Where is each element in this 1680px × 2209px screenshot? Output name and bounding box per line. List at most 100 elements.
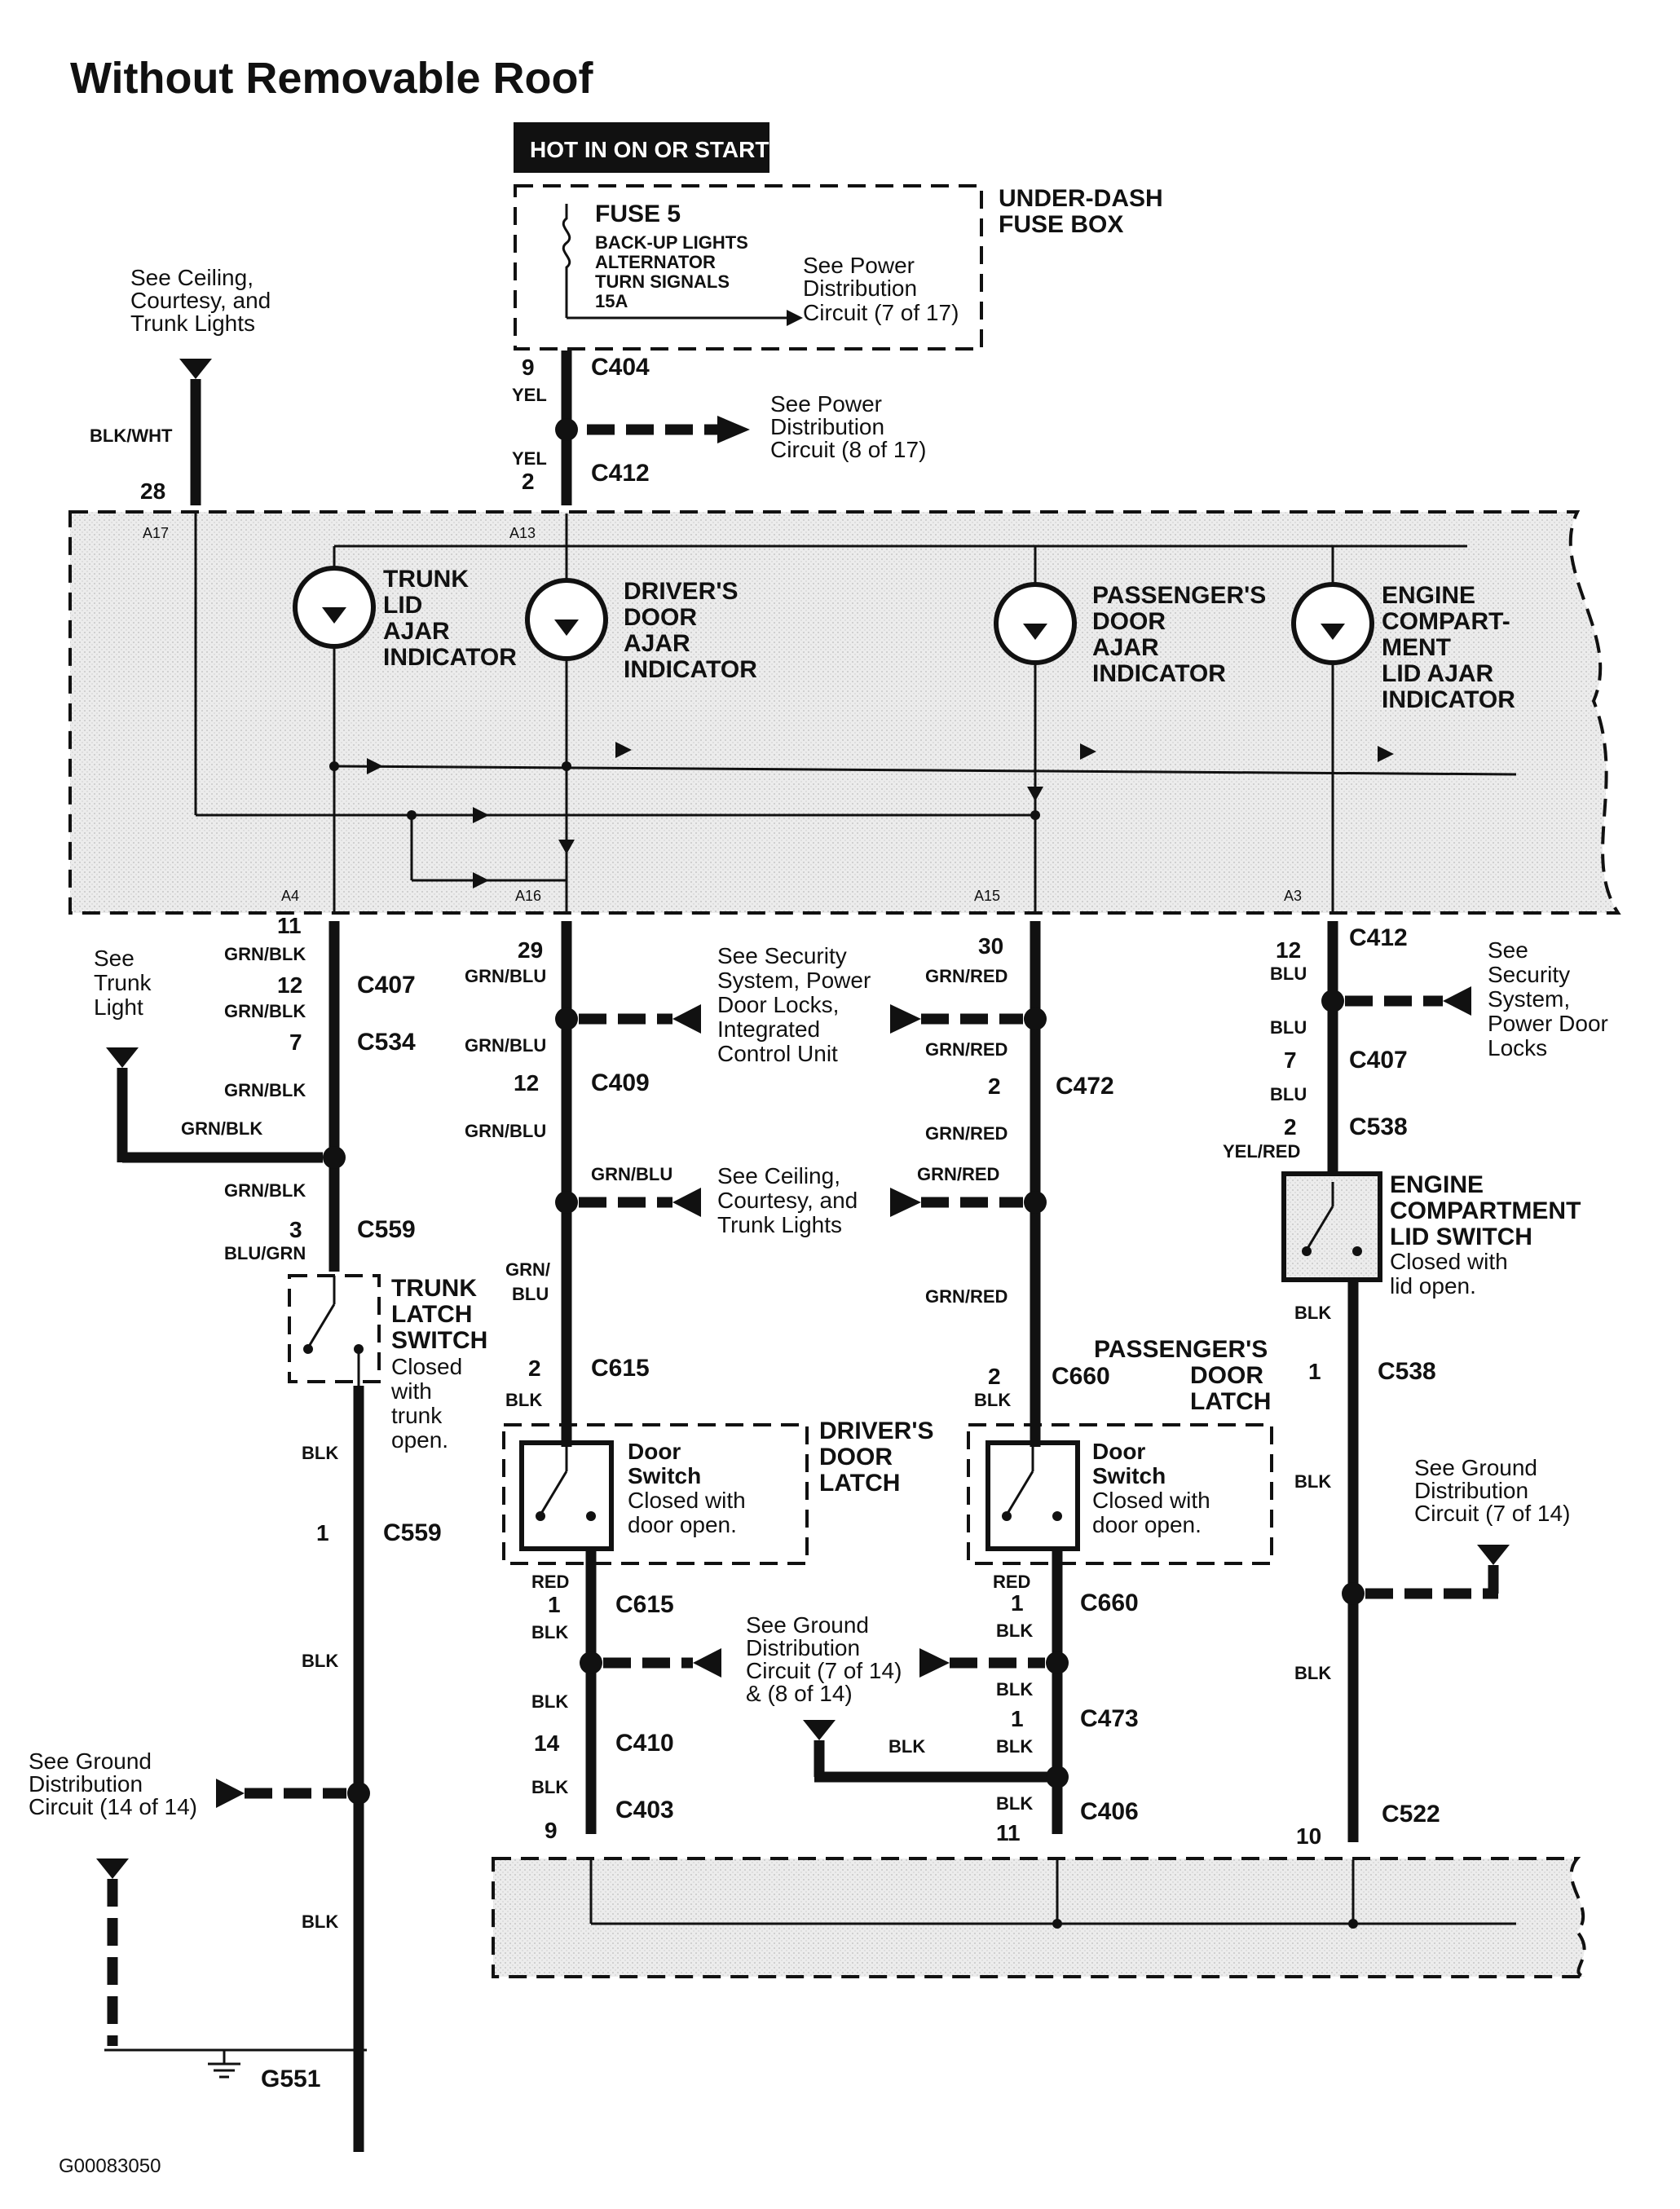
pin-28: 28 xyxy=(140,478,165,504)
wire-color-grn-blu-3: GRN/BLU xyxy=(465,1121,546,1141)
fuse-ref-text-2: Distribution xyxy=(803,276,917,301)
security-mid-ref-3: Door Locks, xyxy=(717,992,839,1017)
pin-29: 29 xyxy=(518,937,543,963)
gauge-assembly-panel xyxy=(68,510,1621,915)
wire-color-blk-1: BLK xyxy=(302,1443,338,1463)
connector-c534: C534 xyxy=(357,1029,416,1056)
passenger-switch-contact-2 xyxy=(1052,1511,1062,1521)
diode-3 xyxy=(1080,743,1096,760)
connector-c410: C410 xyxy=(615,1730,674,1757)
engine-switch-name-3: LID SWITCH xyxy=(1390,1224,1532,1250)
passenger-latch-name-2: DOOR xyxy=(1190,1362,1263,1389)
diode-5 xyxy=(473,807,489,823)
security-mid-ref-1: See Security xyxy=(717,943,847,968)
splice-ground-engine xyxy=(1342,1582,1365,1605)
wire-color-grn-blk-3: GRN/BLK xyxy=(224,1080,306,1100)
wire-color-blk-14: BLK xyxy=(1294,1303,1331,1323)
wire-color-red-1: RED xyxy=(531,1572,569,1592)
wire-color-grn-blk-1: GRN/BLK xyxy=(224,944,306,964)
indicator-driver-label-1: DRIVER'S xyxy=(624,578,739,605)
wire-color-blk-4: BLK xyxy=(505,1390,542,1410)
trunk-switch-desc-1: Closed xyxy=(391,1354,462,1379)
trunk-light-arrow xyxy=(106,1047,139,1068)
fuse-box-outline xyxy=(514,184,983,351)
wire-color-blk-7: BLK xyxy=(531,1777,568,1797)
connector-c660-top: C660 xyxy=(1052,1363,1110,1390)
pin-2-c615: 2 xyxy=(528,1356,541,1381)
engine-switch-name-1: ENGINE xyxy=(1390,1171,1484,1198)
fuse-ref-text: See Power xyxy=(803,253,915,278)
power-8-ref-arrow xyxy=(717,416,750,443)
splice-ceiling-left xyxy=(555,1191,578,1214)
indicator-engine-label-3: MENT xyxy=(1382,634,1451,661)
indicator-passenger-label-2: DOOR xyxy=(1092,608,1166,635)
driver-latch-name-3: LATCH xyxy=(819,1470,900,1497)
connector-c406: C406 xyxy=(1080,1798,1139,1825)
wire-color-grn-blu-1: GRN/BLU xyxy=(465,966,546,986)
ground-passenger-arrow-2 xyxy=(803,1720,836,1740)
connector-c472: C472 xyxy=(1056,1073,1114,1100)
connector-c538-top: C538 xyxy=(1349,1113,1408,1140)
wire-color-blk-15: BLK xyxy=(1294,1471,1331,1492)
splice-security-left xyxy=(555,1007,578,1030)
node-3 xyxy=(1030,810,1040,820)
driver-switch-blade xyxy=(540,1470,568,1513)
connector-c559-top: C559 xyxy=(357,1216,416,1243)
indicator-trunk-label-3: AJAR xyxy=(383,618,450,645)
wire-color-blk-11: BLK xyxy=(996,1736,1033,1757)
wire-color-yel-2: YEL xyxy=(512,448,547,469)
security-mid-ref-2: System, Power xyxy=(717,968,871,993)
engine-switch-blade xyxy=(1307,1206,1334,1248)
driver-latch-name-1: DRIVER'S xyxy=(819,1418,934,1444)
indicator-passenger-label-1: PASSENGER'S xyxy=(1092,582,1266,609)
indicator-driver-label-4: INDICATOR xyxy=(624,656,757,683)
pin-2-c412: 2 xyxy=(522,469,535,494)
ground-left-ref-arrow xyxy=(216,1779,245,1808)
pin-a13: A13 xyxy=(509,525,536,541)
node-2 xyxy=(562,761,571,771)
connector-c412-right: C412 xyxy=(1349,924,1408,951)
ground-right-ref-1: See Ground xyxy=(1414,1455,1537,1480)
ceiling-mid-ref-2: Courtesy, and xyxy=(717,1188,858,1213)
wire-color-blu-3: BLU xyxy=(1270,1017,1307,1038)
pin-12-c409: 12 xyxy=(514,1070,539,1096)
driver-door-latch-box xyxy=(502,1423,809,1565)
trunk-light-ref-1: See xyxy=(94,946,134,971)
trunk-switch-desc-2: with xyxy=(390,1378,432,1404)
pin-a15: A15 xyxy=(974,888,1000,904)
wire-color-blu-1: BLU xyxy=(512,1284,549,1304)
node-4 xyxy=(407,810,417,820)
pin-7-c407: 7 xyxy=(1284,1047,1297,1073)
pin-12-c412: 12 xyxy=(1276,937,1301,963)
fuse-box-name: UNDER-DASH xyxy=(999,185,1163,212)
node-1 xyxy=(329,761,339,771)
engine-switch-desc-2: lid open. xyxy=(1390,1273,1476,1299)
security-right-ref-2: Security xyxy=(1488,962,1570,987)
wire-color-grn-blu-2: GRN/BLU xyxy=(465,1035,546,1056)
ground-bus-node-1 xyxy=(1052,1919,1062,1929)
indicator-trunk-lid xyxy=(293,546,376,911)
diode-1 xyxy=(367,758,383,774)
indicator-driver-label-3: AJAR xyxy=(624,630,690,657)
wire-color-blk-3: BLK xyxy=(302,1911,338,1932)
driver-switch-contact-2 xyxy=(586,1511,596,1521)
wire-color-yel-red: YEL/RED xyxy=(1223,1141,1300,1162)
splice-trunk-light xyxy=(323,1146,346,1169)
driver-door-switch-name-2: Switch xyxy=(628,1463,701,1488)
fuse-box-name-2: FUSE BOX xyxy=(999,211,1123,238)
passenger-door-switch-name-2: Switch xyxy=(1092,1463,1166,1488)
indicator-engine-label-2: COMPART- xyxy=(1382,608,1510,635)
diode-2 xyxy=(615,742,632,758)
security-mid-ref-5: Control Unit xyxy=(717,1041,838,1066)
trunk-switch-name-1: TRUNK xyxy=(391,1275,477,1302)
ceiling-ref-top-2: Courtesy, and xyxy=(130,288,271,313)
pin-2-c660: 2 xyxy=(988,1364,1001,1389)
wire-color-blk-13: BLK xyxy=(996,1793,1033,1814)
ground-g551: G551 xyxy=(261,2066,320,2092)
ceiling-mid-ref-1: See Ceiling, xyxy=(717,1163,840,1188)
wire-color-blk-8: BLK xyxy=(974,1390,1011,1410)
indicator-engine-label-4: LID AJAR xyxy=(1382,660,1494,687)
trunk-switch-name-2: LATCH xyxy=(391,1301,472,1328)
fuse-symbol xyxy=(562,204,571,318)
security-right-ref-3: System, xyxy=(1488,986,1570,1012)
